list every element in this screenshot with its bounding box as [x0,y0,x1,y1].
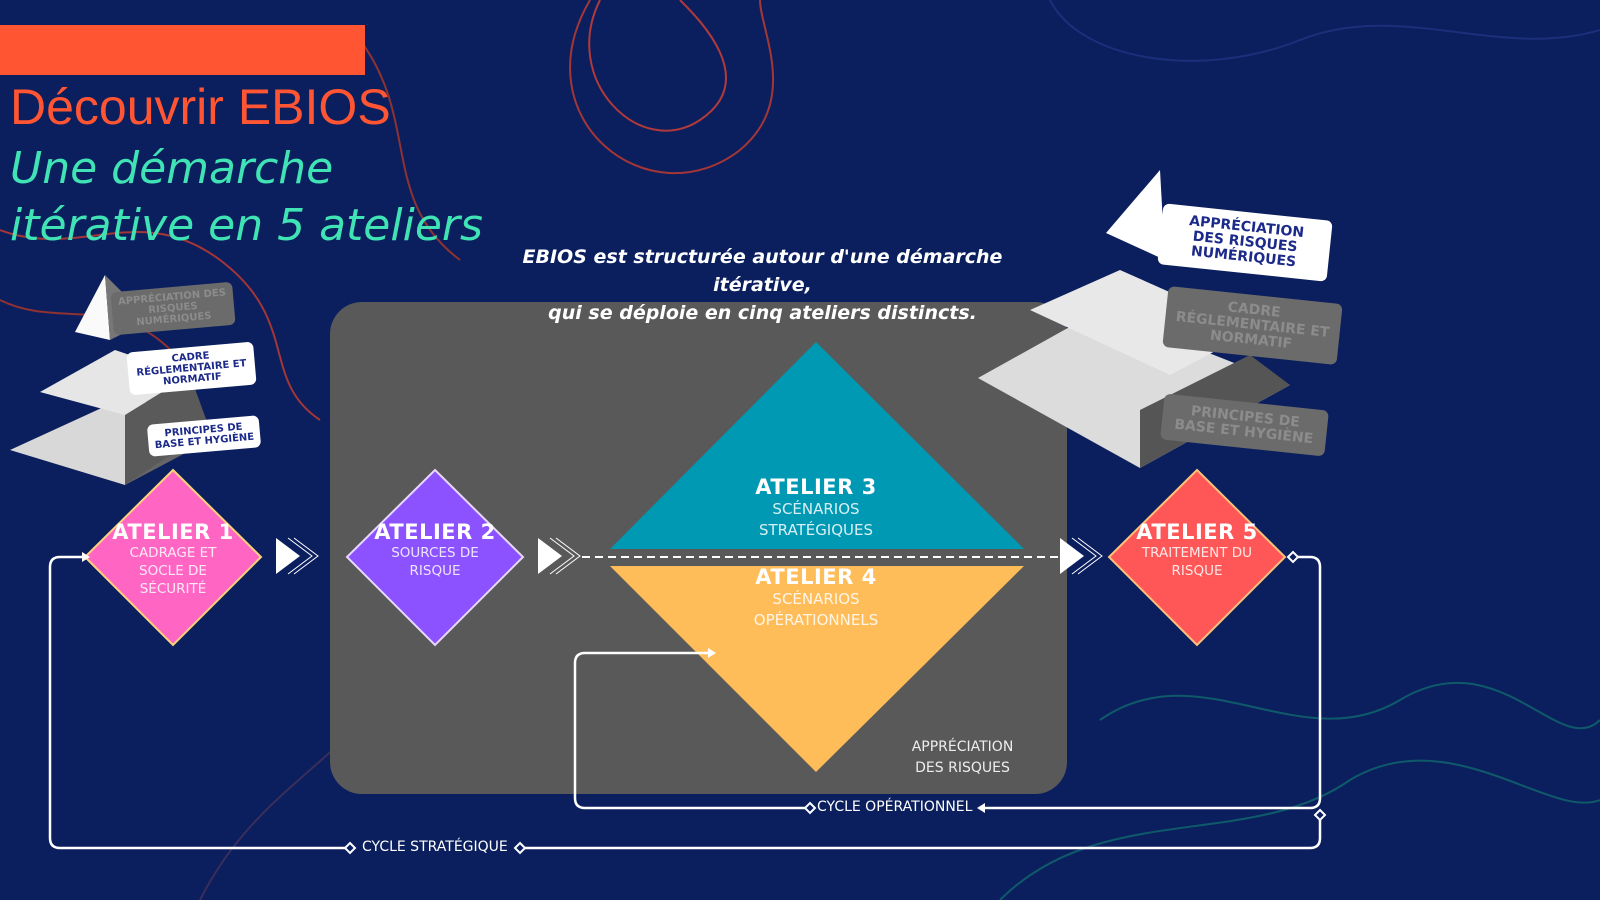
atelier-desc: RISQUE [409,563,461,579]
diamond-markers [343,550,1327,855]
atelier-desc: RISQUE [1171,563,1223,579]
atelier-desc: CADRAGE ET [129,545,217,561]
page-subtitle: Une démarche itérative en 5 ateliers [10,140,483,254]
description-line-1: EBIOS est structurée autour d'une démarc… [522,246,1003,296]
operational-cycle-label: CYCLE OPÉRATIONNEL [817,799,973,815]
atelier-desc: SOURCES DE [391,545,479,561]
atelier-desc: SCÉNARIOS [772,500,860,518]
title-accent-bar [0,25,365,75]
atelier5-diamond[interactable] [1107,468,1287,647]
atelier-title: ATELIER 5 [1136,520,1258,544]
atelier-1[interactable]: ATELIER 1 CADRAGE ET SOCLE DE SÉCURITÉ [112,520,233,598]
pyramid-left-icon [10,275,210,485]
atelier-desc: TRAITEMENT DU [1141,545,1253,561]
atelier-2[interactable]: ATELIER 2 SOURCES DE RISQUE [374,520,495,580]
arrowheads [82,552,985,813]
atelier-title: ATELIER 4 [755,565,877,589]
cycle-lines [48,555,1322,850]
atelier-desc: STRATÉGIQUES [758,521,874,539]
atelier-4[interactable]: ATELIER 4 SCÉNARIOS OPÉRATIONNELS [754,565,878,631]
description: EBIOS est structurée autour d'une démarc… [470,243,1055,327]
subtitle-line-2: itérative en 5 ateliers [10,200,483,251]
atelier-desc: SOCLE DE [139,563,207,579]
atelier1-diamond[interactable] [83,468,263,647]
risk-assessment-label-line-1: APPRÉCIATION [911,739,1014,755]
atelier-3[interactable]: ATELIER 3 SCÉNARIOS STRATÉGIQUES [755,475,876,541]
atelier-title: ATELIER 2 [374,520,496,544]
risk-assessment-label-line-2: DES RISQUES [915,760,1010,776]
atelier3-triangle[interactable] [610,342,1024,549]
page-title: Découvrir EBIOS [10,79,391,135]
atelier-desc: SCÉNARIOS [772,590,860,608]
description-line-2: qui se déploie en cinq ateliers distinct… [548,302,977,324]
strategic-cycle-label: CYCLE STRATÉGIQUE [362,839,508,855]
play-arrow-icons [276,537,1103,575]
atelier-title: ATELIER 3 [755,475,877,499]
atelier-desc: OPÉRATIONNELS [753,611,879,629]
atelier-5[interactable]: ATELIER 5 TRAITEMENT DU RISQUE [1136,520,1257,580]
atelier-title: ATELIER 1 [112,520,234,544]
subtitle-line-1: Une démarche [10,143,334,194]
risk-assessment-label: APPRÉCIATION DES RISQUES [890,737,1035,779]
atelier-desc: SÉCURITÉ [139,581,207,597]
atelier2-diamond[interactable] [345,468,525,647]
atelier4-triangle[interactable] [610,566,1024,772]
